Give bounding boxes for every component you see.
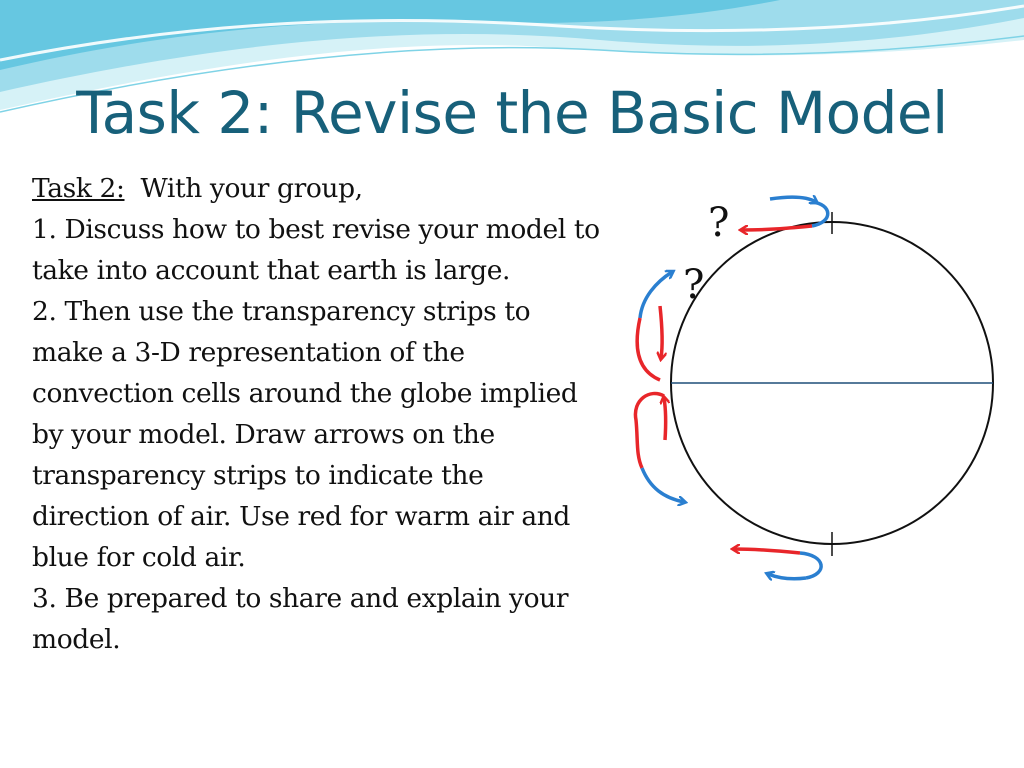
- question-mark-top: ?: [708, 200, 729, 246]
- wave-band-dark: [0, 0, 780, 70]
- north-polar-red-arrow: [742, 224, 813, 230]
- wave-highlight: [0, 4, 1024, 62]
- step-2: 2. Then use the transparency strips to m…: [32, 296, 578, 573]
- step-3: 3. Be prepared to share and explain your…: [32, 583, 569, 655]
- task-intro: Task 2: With your group,: [32, 168, 602, 209]
- north-ferrel-red-arc: [635, 317, 661, 382]
- task-intro-text: With your group,: [124, 173, 364, 204]
- step-1: 1. Discuss how to best revise your model…: [32, 214, 600, 286]
- south-ferrel-red-arc: [633, 391, 665, 469]
- question-mark-middle: ?: [683, 262, 704, 308]
- instructions-text: Task 2: With your group, 1. Discuss how …: [32, 168, 602, 660]
- south-polar-red-arrow: [734, 549, 801, 555]
- south-polar-return-arc: [799, 551, 823, 580]
- north-polar-blue-arrow: [769, 197, 816, 202]
- north-polar-return-arc: [811, 200, 830, 228]
- header-wave-decoration: [0, 0, 1024, 113]
- task-label: Task 2:: [32, 173, 125, 204]
- slide-title: Task 2: Revise the Basic Model: [76, 79, 948, 147]
- globe-convection-diagram: ? ?: [633, 180, 994, 590]
- south-ferrel-blue-arrow: [640, 467, 684, 502]
- south-polar-blue-arrow: [768, 574, 807, 579]
- north-ferrel-red-arrow: [660, 305, 662, 358]
- south-ferrel-red-arrow-up: [664, 398, 666, 441]
- north-ferrel-blue-arrow: [638, 272, 672, 319]
- wave-line: [0, 35, 1024, 113]
